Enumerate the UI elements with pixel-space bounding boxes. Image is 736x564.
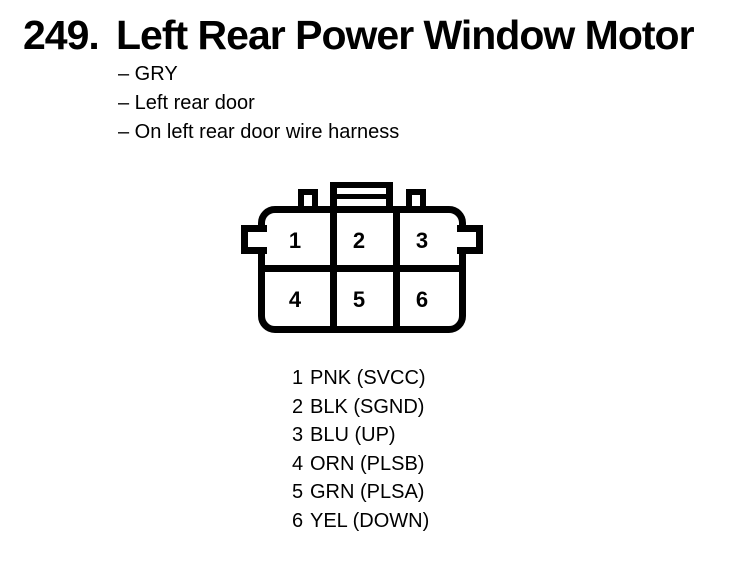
pin-wire-label: ORN (PLSB) [310, 452, 425, 475]
pin-wire-label: GRN (PLSA) [310, 481, 425, 504]
connector-cavity-1: 1 [288, 228, 302, 253]
connector-cavity-3: 3 [415, 228, 429, 253]
pinout-row: 6 YEL (DOWN) [292, 507, 429, 536]
item-number: 249. [23, 12, 100, 58]
detail-line-location: – Left rear door [118, 92, 255, 114]
pin-number: 2 [292, 395, 304, 418]
pinout-list: 1 PNK (SVCC) 2 BLK (SGND) 3 BLU (UP) 4 O… [292, 364, 429, 536]
pin-number: 4 [292, 452, 304, 475]
page-title: Left Rear Power Window Motor [116, 12, 695, 58]
connector-latch [330, 182, 393, 206]
pinout-row: 1 PNK (SVCC) [292, 364, 429, 393]
pinout-row: 4 ORN (PLSB) [292, 450, 429, 479]
pin-number: 6 [292, 509, 304, 532]
pin-wire-label: YEL (DOWN) [310, 509, 430, 532]
connector-key-tab-left [241, 225, 267, 254]
connector-cavity-6: 6 [415, 287, 429, 312]
pin-wire-label: BLU (UP) [310, 424, 396, 447]
pin-number: 1 [292, 367, 304, 389]
connector-latch-bar [337, 194, 386, 199]
pin-number: 3 [292, 424, 304, 447]
connector-cavity-4: 4 [288, 287, 302, 312]
connector-divider-horizontal [265, 265, 459, 272]
connector-lock-tab-left [298, 189, 318, 206]
connector-cavity-2: 2 [352, 228, 366, 253]
connector-lock-tab-right [406, 189, 426, 206]
connector-key-tab-right [457, 225, 483, 254]
detail-list: – GRY – Left rear door – On left rear do… [118, 60, 399, 147]
pin-number: 5 [292, 481, 304, 504]
pinout-row: 2 BLK (SGND) [292, 393, 429, 422]
pin-wire-label: BLK (SGND) [310, 395, 425, 418]
pinout-row: 3 BLU (UP) [292, 421, 429, 450]
detail-line-color: – GRY [118, 63, 178, 85]
connector-cavity-5: 5 [352, 287, 366, 312]
pinout-row: 5 GRN (PLSA) [292, 478, 429, 507]
pin-wire-label: PNK (SVCC) [310, 367, 426, 389]
connector-body: 1 2 3 4 5 6 [258, 206, 466, 333]
detail-line-harness: – On left rear door wire harness [118, 121, 400, 143]
